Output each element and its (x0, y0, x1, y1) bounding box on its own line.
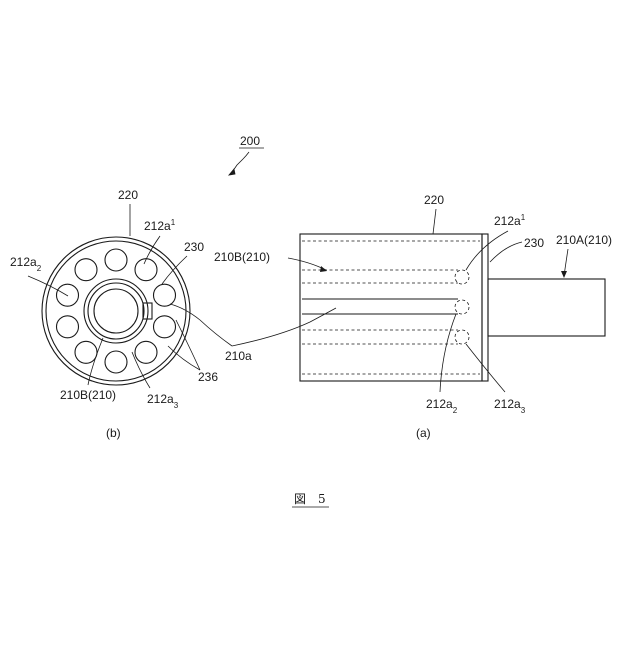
view-a-labels: 220 212a1 230 210A(210) 210B(210) 212a2 … (214, 193, 612, 440)
hole-1 (105, 249, 127, 271)
ref-arrowhead (229, 169, 235, 175)
label-210B-b: 210B(210) (60, 388, 116, 402)
label-212a1-a: 212a1 (494, 213, 526, 228)
hole-212a1-a (455, 270, 469, 284)
hole-212a2-a (455, 300, 469, 314)
label-210B-a: 210B(210) (214, 250, 270, 264)
view-b-drawing (42, 237, 190, 385)
caption-a: (a) (416, 426, 431, 440)
ref-leader (232, 152, 249, 172)
reference-200: 200 (229, 134, 264, 175)
hole-4 (154, 316, 176, 338)
label-236: 236 (198, 370, 218, 384)
shaft-210A (488, 279, 605, 336)
leader-212a3-a (466, 344, 505, 392)
outer-disc-inner-rim (46, 241, 186, 381)
hole-10 (75, 259, 97, 281)
label-212a1-b: 212a1 (144, 218, 176, 233)
hole-3 (154, 284, 176, 306)
flange-230 (482, 234, 488, 381)
ref-number: 200 (240, 134, 260, 148)
label-212a2-a: 212a2 (426, 397, 458, 415)
hub-ring (88, 283, 144, 339)
passage-upper (302, 270, 458, 283)
label-212a2-b: 212a2 (10, 255, 42, 273)
caption-b: (b) (106, 426, 121, 440)
figure-caption-text: 図 5 (294, 492, 326, 506)
passage-lower (302, 330, 458, 344)
hole-8 (57, 316, 79, 338)
label-212a3-a: 212a3 (494, 397, 526, 415)
figure-caption: 図 5 (292, 492, 329, 507)
hole-9 (57, 284, 79, 306)
label-220-b: 220 (118, 188, 138, 202)
leader-212a2-a (440, 314, 456, 392)
hole-ring (57, 249, 176, 373)
hole-7 (75, 341, 97, 363)
hole-2 (135, 259, 157, 281)
leader-210B-a (288, 258, 326, 270)
view-a-drawing (300, 234, 605, 381)
hub-bore (94, 289, 138, 333)
leader-220-a (433, 209, 436, 234)
hole-5 (135, 341, 157, 363)
arrowhead-210A (561, 271, 567, 278)
label-220-a: 220 (424, 193, 444, 207)
label-210a: 210a (225, 349, 252, 363)
label-230-a: 230 (524, 236, 544, 250)
leader-212a1-a (466, 231, 508, 270)
leader-230-a (490, 242, 522, 262)
body-220 (300, 234, 482, 381)
label-210A-a: 210A(210) (556, 233, 612, 247)
view-b-labels: 220 212a1 230 212a2 210B(210) 212a3 236 … (10, 188, 218, 440)
hole-6 (105, 351, 127, 373)
label-212a3-b: 212a3 (147, 392, 179, 410)
label-210a-group: 210a (170, 304, 336, 363)
label-230-b: 230 (184, 240, 204, 254)
outer-disc (42, 237, 190, 385)
passage-middle (302, 299, 458, 314)
hole-212a3-a (455, 330, 469, 344)
arrowhead-210B-a (320, 266, 327, 272)
